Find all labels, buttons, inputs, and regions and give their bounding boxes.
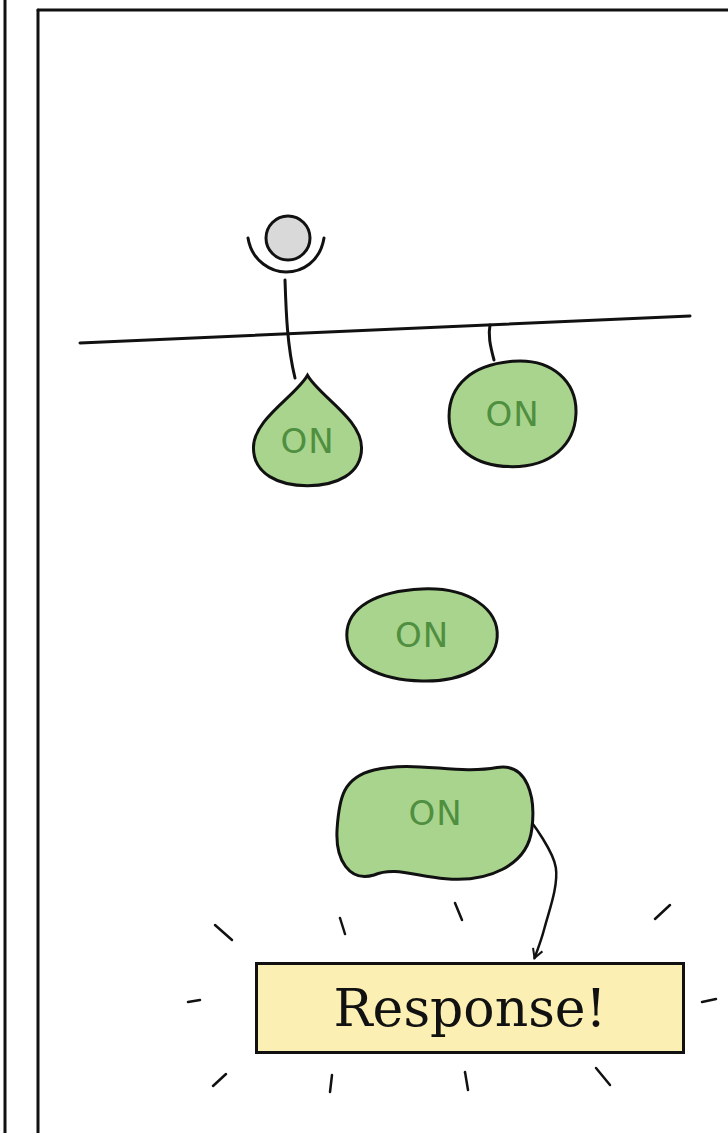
panel-border [37,10,40,1133]
panel-edge [4,0,7,1133]
panel-border [38,9,728,12]
protein-blob: ON [250,373,365,488]
state-label: ON [280,421,334,461]
state-label: ON [395,615,449,655]
receptor-stalk [489,325,494,360]
protein-blob: ON [342,585,502,685]
response-box: Response! [255,962,685,1054]
protein-blob: ON [445,358,580,470]
receptor-stalk [285,280,295,378]
state-label: ON [408,793,462,833]
protein-blob: ON [333,760,538,885]
ligand-circle [266,216,310,260]
membrane-line [80,316,690,343]
arrow-connector [532,823,556,959]
response-label: Response! [333,978,606,1038]
emphasis-ticks [188,903,716,1092]
state-label: ON [485,394,539,434]
